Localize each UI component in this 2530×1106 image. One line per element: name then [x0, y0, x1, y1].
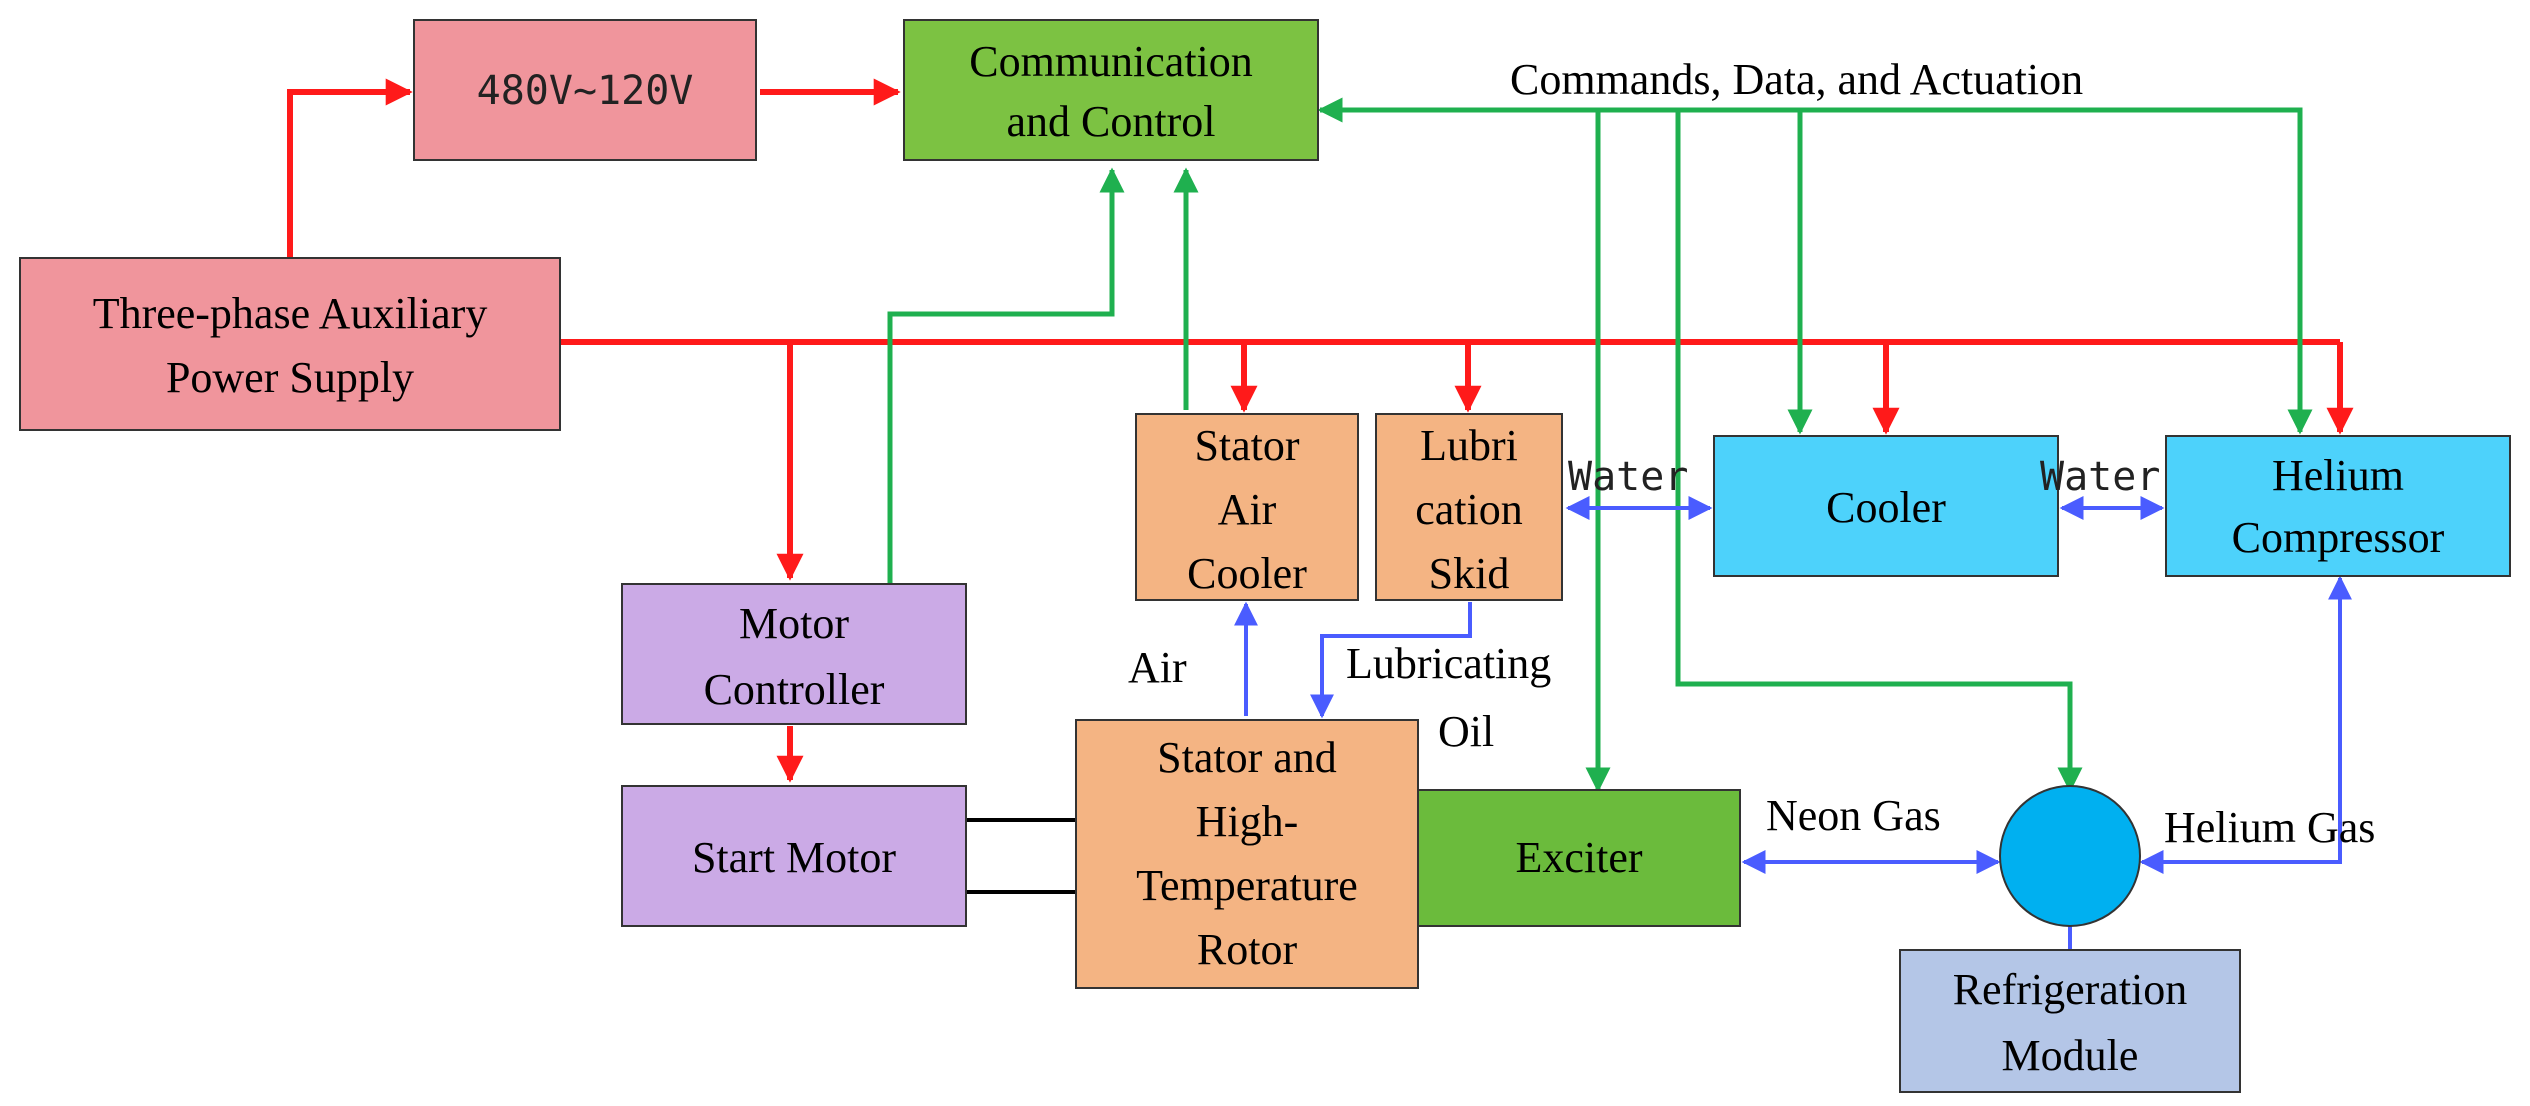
air-label: Air: [1128, 643, 1187, 692]
start-motor-label: Start Motor: [692, 833, 896, 882]
control-to-motor-controller-line: [877, 167, 1125, 635]
water-right-label: Water: [2040, 454, 2160, 500]
lubrication-skid-line-1: Lubri: [1420, 421, 1518, 470]
lubrication-skid-line-3: Skid: [1429, 549, 1510, 598]
lubrication-skid-line-2: cation: [1415, 485, 1523, 534]
block-refrigeration-module: Refrigeration Module: [1899, 949, 2241, 1093]
fluid-lines: [1234, 496, 2352, 950]
motor-controller-line-1: Motor: [739, 599, 849, 648]
lubricating-oil-line-2: Oil: [1438, 707, 1494, 756]
control-bus-line: [1317, 97, 2313, 435]
block-lubrication-skid: Lubri cation Skid: [1375, 413, 1563, 601]
exciter-label: Exciter: [1515, 833, 1642, 882]
block-stator-air-cooler: Stator Air Cooler: [1135, 413, 1359, 601]
stator-rotor-line-4: Rotor: [1197, 925, 1298, 974]
helium-compressor-line-1: Helium: [2272, 451, 2404, 500]
stator-air-cooler-line-1: Stator: [1194, 421, 1299, 470]
motor-controller-line-2: Controller: [704, 665, 885, 714]
water-left-label: Water: [1568, 454, 1688, 500]
power-supply-line-2: Power Supply: [166, 353, 414, 402]
neon-gas-label: Neon Gas: [1766, 791, 1941, 840]
power-supply-line-1: Three-phase Auxiliary: [93, 289, 488, 338]
stator-air-cooler-line-2: Air: [1218, 485, 1277, 534]
block-stator-rotor: Stator and High- Temperature Rotor: [1075, 719, 1419, 989]
helium-compressor-line-2: Compressor: [2232, 513, 2445, 562]
connection-labels: Commands, Data, and Actuation Water Wate…: [1128, 55, 2375, 852]
lubricating-oil-line: [1310, 602, 1472, 719]
commands-label: Commands, Data, and Actuation: [1510, 55, 2083, 104]
block-helium-compressor: Helium Compressor: [2165, 435, 2511, 577]
block-transformer: 480V~120V: [413, 19, 757, 161]
stator-air-cooler-line-3: Cooler: [1187, 549, 1307, 598]
helium-gas-line: [2139, 575, 2352, 874]
comm-control-line-1: Communication: [969, 37, 1253, 86]
lubricating-oil-line-1: Lubricating: [1346, 639, 1551, 688]
stator-rotor-line-3: Temperature: [1136, 861, 1358, 910]
block-start-motor: Start Motor: [621, 785, 967, 927]
cooler-label: Cooler: [1826, 483, 1946, 532]
mechanical-coupling: [966, 818, 1076, 894]
block-comm-control: Communication and Control: [903, 19, 1319, 161]
control-to-refrigerator-line: [1675, 110, 2083, 793]
helium-gas-label: Helium Gas: [2164, 803, 2375, 852]
block-cooler: Cooler: [1713, 435, 2059, 577]
refrigeration-module-line-2: Module: [2002, 1031, 2139, 1080]
power-to-transformer-line: [287, 78, 413, 258]
stator-rotor-line-2: High-: [1196, 797, 1299, 846]
stator-rotor-line-1: Stator and: [1157, 733, 1337, 782]
block-power-supply: Three-phase Auxiliary Power Supply: [19, 257, 561, 431]
refrigerator-node: [1999, 785, 2141, 927]
comm-control-line-2: and Control: [1007, 97, 1216, 146]
transformer-label: 480V~120V: [477, 68, 694, 114]
block-motor-controller: Motor Controller: [621, 583, 967, 725]
block-exciter: Exciter: [1417, 789, 1741, 927]
control-lines: [877, 97, 2313, 793]
refrigeration-module-line-1: Refrigeration: [1953, 965, 2188, 1014]
